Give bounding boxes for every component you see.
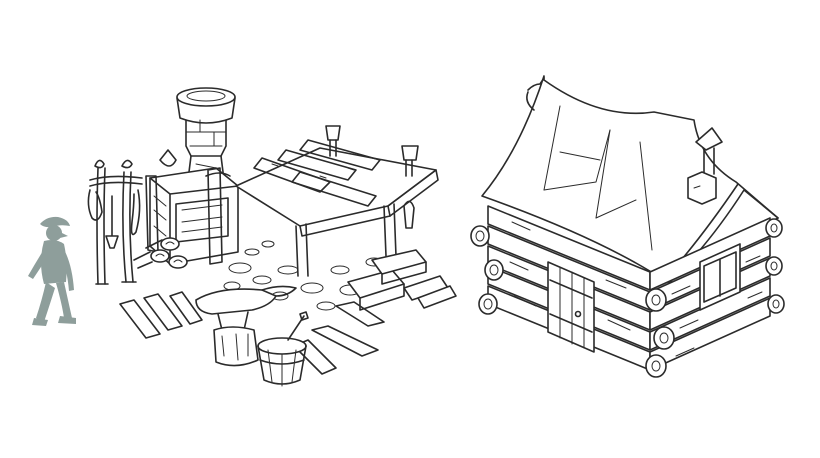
forge-workbench <box>235 125 439 277</box>
firewood-stack <box>133 237 188 269</box>
log-cabin <box>470 75 785 378</box>
metal-stock <box>347 249 457 311</box>
cobblestone-floor <box>223 240 383 311</box>
blacksmith-forge <box>87 87 457 387</box>
anvil <box>195 285 297 367</box>
forge-chimney <box>176 87 236 181</box>
cabin-front-wall <box>470 205 651 371</box>
water-bucket <box>257 311 309 387</box>
forge-body <box>145 149 239 265</box>
cabin-side-wall <box>645 217 785 378</box>
cabin-stovepipe <box>687 127 723 205</box>
human-silhouette <box>28 216 76 326</box>
tool-rack <box>87 159 143 285</box>
